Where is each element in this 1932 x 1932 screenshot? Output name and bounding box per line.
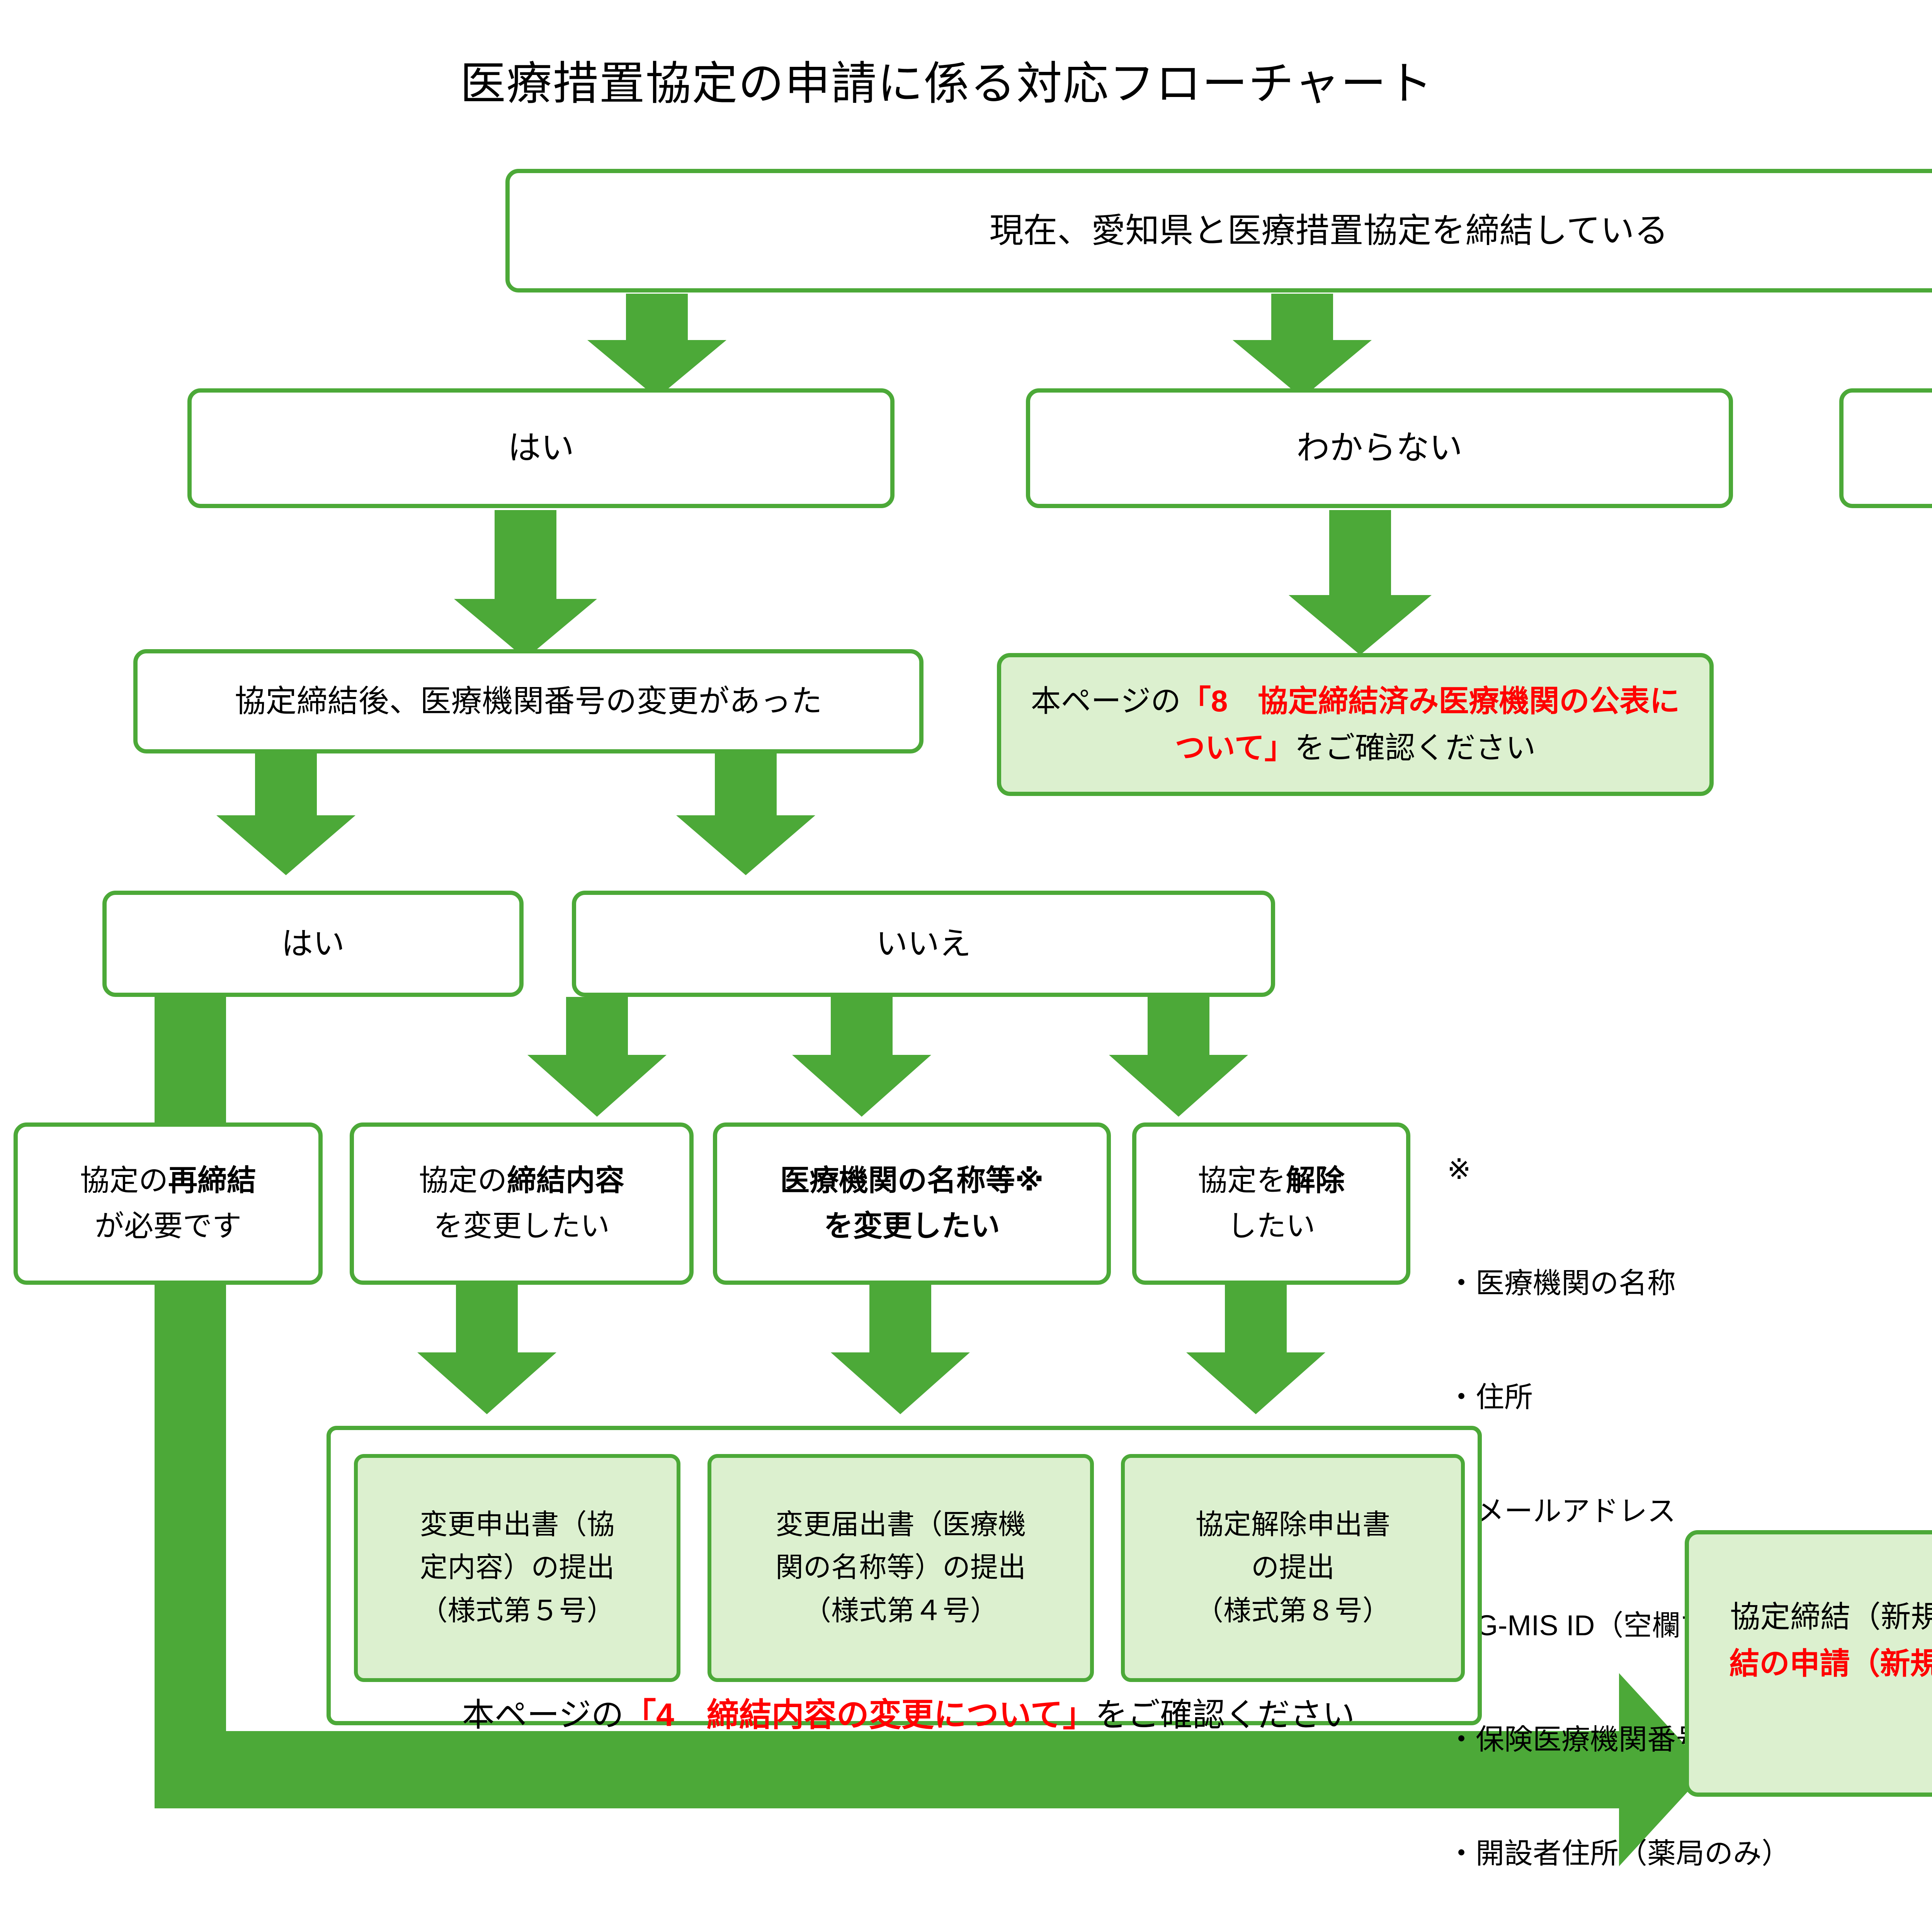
action-content-l1p: 協定の bbox=[419, 1164, 507, 1197]
note-item: ・メールアドレス bbox=[1447, 1495, 1676, 1527]
arrow-cancel-to-form8 bbox=[1186, 1283, 1325, 1414]
action-rebind-l2: が必要です bbox=[95, 1210, 242, 1243]
new-contract-link: 「3 締結の申請（新規申請、再締結）について」 bbox=[1729, 1646, 1932, 1680]
arrow-no-to-cancel bbox=[1109, 997, 1248, 1117]
notes-block: ※ ・医療機関の名称 ・住所 ・メールアドレス ・G-MIS ID（空欄で締結し… bbox=[1447, 1074, 1932, 1932]
form-4-l1: 変更届出書（医療機 bbox=[775, 1509, 1026, 1540]
action-name-l1b: 医療機関の名称等※ bbox=[780, 1164, 1044, 1197]
arrow-name-to-form4 bbox=[831, 1283, 970, 1414]
action-cancel-l2: したい bbox=[1227, 1210, 1315, 1243]
change-caption-prefix: 本ページの bbox=[462, 1697, 624, 1733]
unknown-result-prefix: 本ページの bbox=[1031, 684, 1181, 718]
node-form-4-text: 変更届出書（医療機関の名称等）の提出 （様式第４号） bbox=[769, 1503, 1033, 1633]
change-caption-link: 「4 締結内容の変更について」 bbox=[624, 1697, 1095, 1733]
node-q2-no-label: いいえ bbox=[876, 926, 971, 961]
node-question-number-change: 協定締結後、医療機関番号の変更があった bbox=[133, 649, 923, 753]
node-action-rebind: 協定の再締結が必要です bbox=[14, 1122, 323, 1285]
node-action-change-name-text: 医療機関の名称等※ を変更したい bbox=[773, 1158, 1051, 1249]
action-name-l2: を変更したい bbox=[823, 1210, 1000, 1243]
node-q2-yes: はい bbox=[102, 891, 524, 997]
node-action-cancel-text: 協定を解除したい bbox=[1191, 1158, 1352, 1249]
arrow-unknown-to-result bbox=[1289, 510, 1432, 655]
node-root-label: 現在、愛知県と医療措置協定を締結している bbox=[989, 211, 1668, 250]
node-action-change-content-text: 協定の締結内容を変更したい bbox=[412, 1158, 631, 1249]
node-q2-yes-label: はい bbox=[281, 926, 345, 961]
forms-container: 変更申出書（協定内容）の提出 （様式第５号） 変更届出書（医療機関の名称等）の提出… bbox=[327, 1426, 1482, 1733]
action-content-l1b: 締結内容 bbox=[507, 1164, 624, 1197]
node-root: 現在、愛知県と医療措置協定を締結している bbox=[505, 169, 1932, 293]
page-title: 医療措置協定の申請に係る対応フローチャート bbox=[460, 58, 1434, 109]
node-unknown-result: 本ページの「8 協定締結済み医療機関の公表について」をご確認ください bbox=[997, 653, 1714, 796]
arrow-content-to-form5 bbox=[417, 1283, 556, 1414]
arrow-root-to-yes bbox=[587, 294, 726, 398]
arrow-no-to-content bbox=[527, 997, 667, 1117]
node-question-number-change-label: 協定締結後、医療機関番号の変更があった bbox=[235, 684, 822, 718]
node-action-rebind-text: 協定の再締結が必要です bbox=[73, 1158, 263, 1249]
node-unknown-result-text: 本ページの「8 協定締結済み医療機関の公表について」をご確認ください bbox=[1019, 678, 1692, 771]
form-5-l1: 変更申出書（協 bbox=[420, 1509, 615, 1540]
note-item: ・開設者住所（薬局のみ） bbox=[1447, 1837, 1790, 1870]
note-item: ・医療機関の名称 bbox=[1447, 1267, 1676, 1299]
node-form-8-text: 協定解除申出書の提出 （様式第８号） bbox=[1189, 1503, 1397, 1633]
form-4-l3: （様式第４号） bbox=[803, 1595, 998, 1626]
action-cancel-l1b: 解除 bbox=[1286, 1164, 1345, 1197]
arrow-q2-to-no bbox=[676, 752, 815, 875]
form-8-l2: の提出 bbox=[1251, 1552, 1335, 1583]
node-form-8: 協定解除申出書の提出 （様式第８号） bbox=[1121, 1454, 1465, 1682]
node-answer-unknown: わからない bbox=[1026, 388, 1733, 508]
node-new-contract: 協定締結（新規及び再締結）をご希望の場合は、本ページの「3 締結の申請（新規申請… bbox=[1685, 1530, 1932, 1797]
change-caption: 本ページの「4 締結内容の変更について」をご確認ください bbox=[331, 1690, 1486, 1740]
action-rebind-l1p: 協定の bbox=[80, 1164, 168, 1197]
arrow-no-to-name bbox=[792, 997, 931, 1117]
form-8-l1: 協定解除申出書 bbox=[1195, 1509, 1390, 1540]
node-new-contract-text: 協定締結（新規及び再締結）をご希望の場合は、本ページの「3 締結の申請（新規申請… bbox=[1712, 1594, 1932, 1734]
node-answer-yes-label: はい bbox=[508, 429, 574, 467]
form-8-l3: （様式第８号） bbox=[1195, 1595, 1390, 1626]
form-4-l2: 関の名称等）の提出 bbox=[775, 1552, 1026, 1583]
note-item: ・住所 bbox=[1447, 1381, 1533, 1413]
node-action-change-name: 医療機関の名称等※ を変更したい bbox=[713, 1122, 1111, 1285]
arrow-root-to-unknown bbox=[1233, 294, 1372, 398]
arrow-q2-to-yes bbox=[216, 752, 355, 875]
form-5-l3: （様式第５号） bbox=[420, 1595, 615, 1626]
form-5-l2: 定内容）の提出 bbox=[420, 1552, 615, 1583]
node-answer-no: いいえ bbox=[1839, 388, 1932, 508]
node-action-change-content: 協定の締結内容を変更したい bbox=[350, 1122, 694, 1285]
node-answer-unknown-label: わからない bbox=[1296, 429, 1463, 467]
action-cancel-l1p: 協定を bbox=[1198, 1164, 1286, 1197]
action-content-l2: を変更したい bbox=[434, 1210, 610, 1243]
node-action-cancel: 協定を解除したい bbox=[1132, 1122, 1410, 1285]
node-form-5: 変更申出書（協定内容）の提出 （様式第５号） bbox=[354, 1454, 680, 1682]
unknown-result-suffix: をご確認ください bbox=[1294, 731, 1536, 765]
node-answer-yes: はい bbox=[187, 388, 895, 508]
node-form-4: 変更届出書（医療機関の名称等）の提出 （様式第４号） bbox=[707, 1454, 1094, 1682]
arrow-yes-to-q2 bbox=[454, 510, 597, 659]
notes-marker: ※ bbox=[1447, 1153, 1471, 1185]
unknown-result-link: 「8 協定締結済み医療機関の公表について」 bbox=[1175, 684, 1680, 765]
node-q2-no: いいえ bbox=[572, 891, 1275, 997]
action-rebind-l1b: 再締結 bbox=[168, 1164, 256, 1197]
change-caption-suffix: をご確認ください bbox=[1095, 1697, 1355, 1733]
new-contract-seg1: 協定締結（新規及び再締結）をご希望の場合は、本ページの bbox=[1730, 1599, 1932, 1634]
node-form-5-text: 変更申出書（協定内容）の提出 （様式第５号） bbox=[413, 1503, 621, 1633]
